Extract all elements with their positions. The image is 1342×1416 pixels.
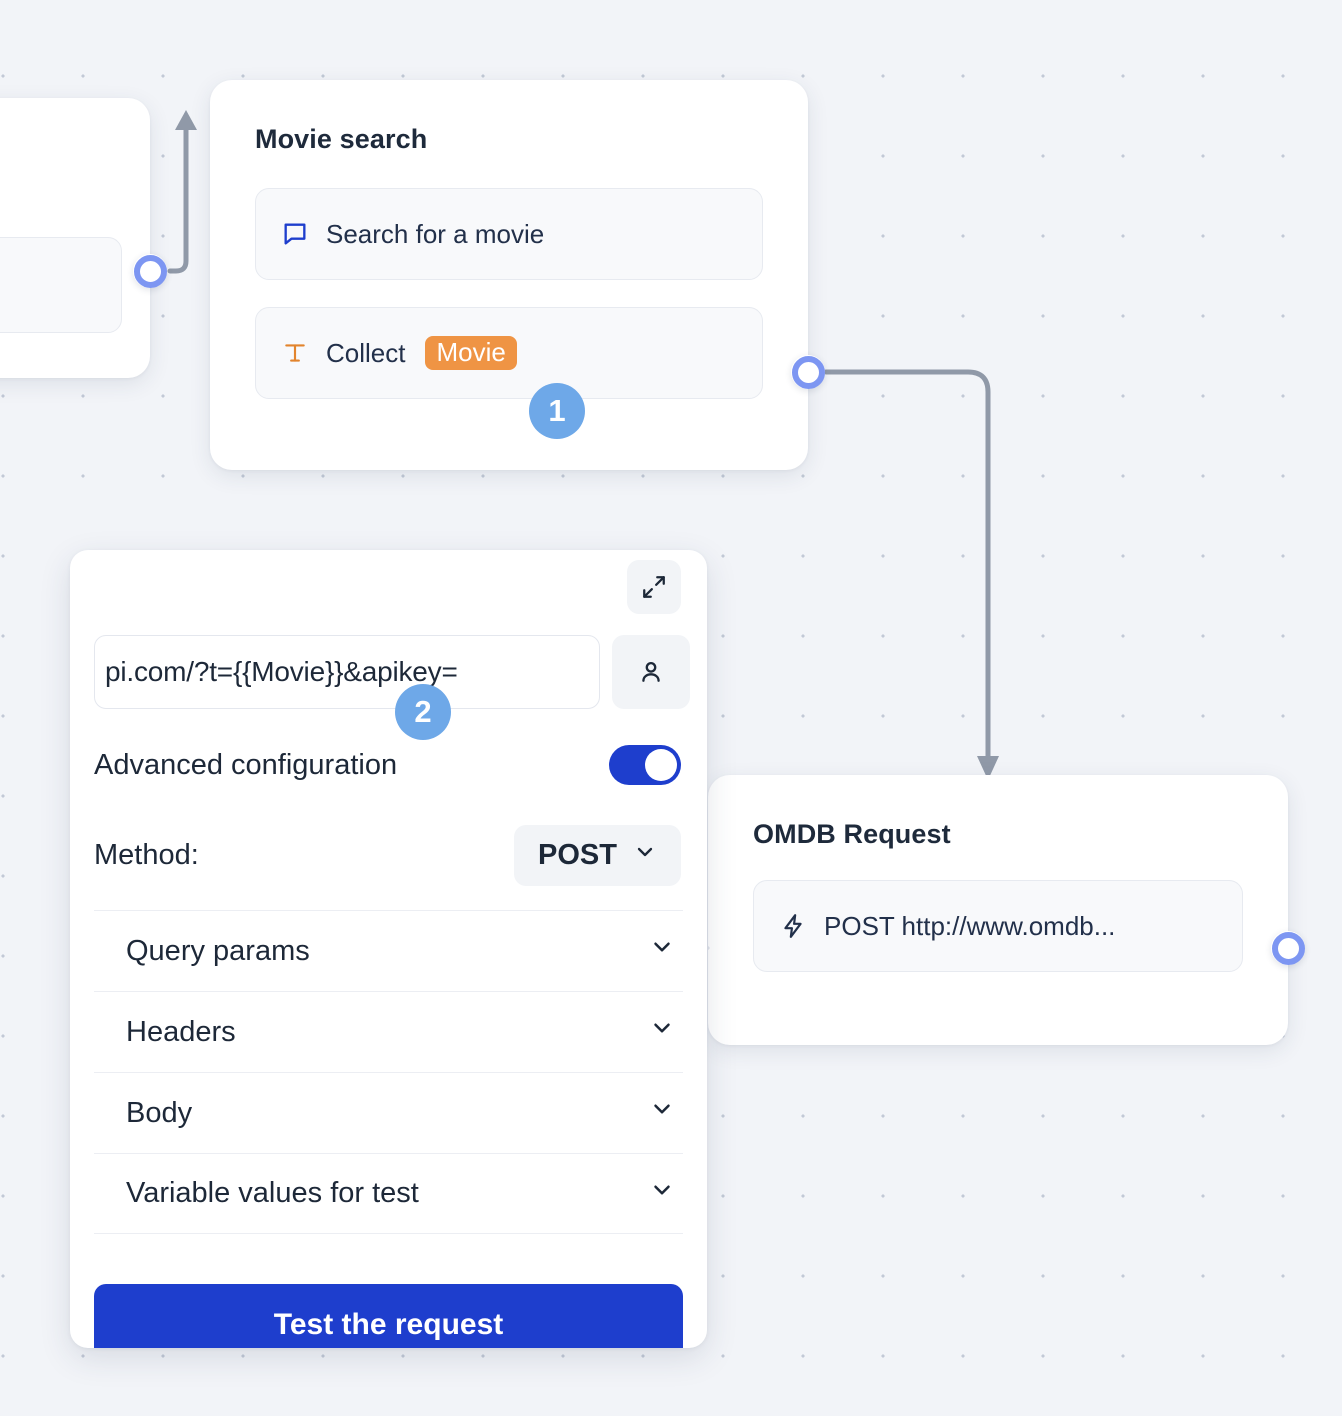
- section-body[interactable]: Body: [94, 1072, 683, 1153]
- method-value: POST: [538, 839, 617, 871]
- speech-bubble-icon: [280, 219, 310, 249]
- section-label: Headers: [126, 1015, 236, 1048]
- request-url-input[interactable]: pi.com/?t={{Movie}}&apikey=: [94, 635, 600, 709]
- node-row-search-for-a-movie[interactable]: Search for a movie: [255, 188, 763, 280]
- section-variable-values-for-test[interactable]: Variable values for test: [94, 1153, 683, 1234]
- node-omdb-title: OMDB Request: [753, 819, 951, 849]
- node-row-collect-movie[interactable]: Collect Movie: [255, 307, 763, 399]
- expand-arrows-icon[interactable]: [627, 560, 681, 614]
- advanced-configuration-row: Advanced configuration: [94, 745, 681, 785]
- node-start-row[interactable]: [0, 237, 122, 333]
- port-omdb-output[interactable]: [1271, 931, 1305, 965]
- section-query-params[interactable]: Query params: [94, 910, 683, 991]
- port-movie-search-output[interactable]: [791, 355, 825, 389]
- node-row-label: POST http://www.omdb...: [824, 910, 1116, 941]
- step-badge-2: 2: [395, 684, 451, 740]
- node-movie-search[interactable]: Movie search Search for a movie Collect …: [210, 80, 808, 470]
- node-movie-search-title: Movie search: [255, 124, 428, 154]
- lightning-bolt-icon: [778, 911, 808, 941]
- node-start-partial[interactable]: [0, 98, 150, 378]
- person-icon[interactable]: [612, 635, 690, 709]
- request-sections-accordion: Query params Headers Body Variable value…: [94, 910, 683, 1234]
- advanced-configuration-label: Advanced configuration: [94, 748, 398, 781]
- url-row: pi.com/?t={{Movie}}&apikey=: [94, 635, 690, 709]
- chevron-down-icon[interactable]: [649, 1015, 675, 1049]
- request-config-panel[interactable]: pi.com/?t={{Movie}}&apikey= Advanced con…: [70, 550, 707, 1348]
- method-select[interactable]: POST: [514, 825, 681, 886]
- node-omdb-request[interactable]: OMDB Request POST http://www.omdb...: [708, 775, 1288, 1045]
- section-label: Body: [126, 1096, 193, 1129]
- request-url-value: pi.com/?t={{Movie}}&apikey=: [105, 656, 458, 687]
- node-row-label: Collect: [326, 337, 406, 368]
- chevron-down-icon[interactable]: [649, 1177, 675, 1211]
- section-label: Variable values for test: [126, 1177, 419, 1209]
- port-start-output[interactable]: [133, 254, 167, 288]
- chevron-down-icon: [633, 839, 657, 872]
- method-row: Method: POST: [94, 825, 681, 886]
- node-row-label: Search for a movie: [326, 218, 545, 249]
- node-row-post-request[interactable]: POST http://www.omdb...: [753, 880, 1243, 972]
- method-label: Method:: [94, 839, 199, 871]
- test-the-request-button[interactable]: Test the request: [94, 1284, 683, 1348]
- text-field-icon: [280, 338, 310, 368]
- step-badge-1: 1: [529, 383, 585, 439]
- advanced-configuration-toggle[interactable]: [609, 745, 681, 785]
- section-label: Query params: [126, 934, 310, 967]
- chevron-down-icon[interactable]: [649, 1096, 675, 1130]
- chevron-down-icon[interactable]: [649, 934, 675, 968]
- section-headers[interactable]: Headers: [94, 991, 683, 1072]
- variable-chip-movie[interactable]: Movie: [425, 336, 517, 370]
